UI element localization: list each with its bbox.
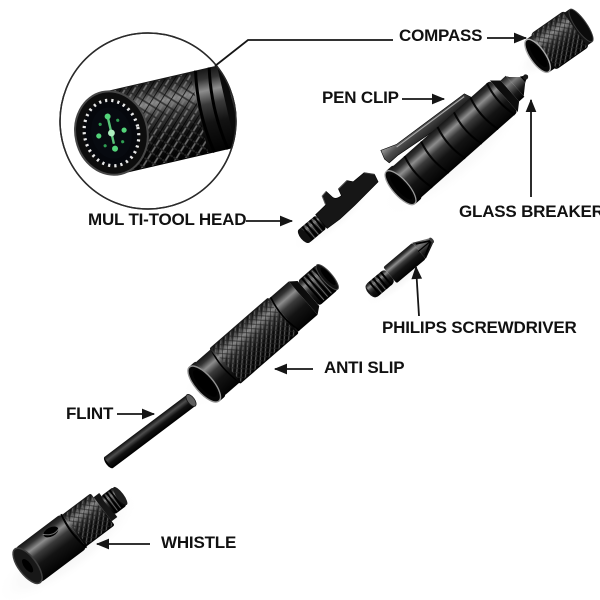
label-pen-clip: PEN CLIP [322, 88, 399, 107]
pen-body-part [380, 74, 529, 206]
anti-slip-barrel-part [187, 264, 339, 403]
label-philips-screwdriver: PHILIPS SCREWDRIVER [382, 318, 577, 337]
label-flint: FLINT [66, 404, 114, 423]
philips-screwdriver-part [365, 237, 435, 298]
label-multi-tool-head: MUL TI-TOOL HEAD [88, 210, 247, 229]
label-anti-slip: ANTI SLIP [324, 358, 405, 377]
philips-screwdriver-arrow [411, 265, 423, 317]
compass-cap-part [524, 8, 594, 74]
label-glass-breaker: GLASS BREAKER [459, 202, 600, 221]
label-whistle: WHISTLE [161, 533, 237, 552]
multi-tool-head-part [297, 172, 379, 244]
whistle-part [12, 486, 128, 585]
compass-inset-magnifier [59, 32, 237, 210]
label-compass: COMPASS [399, 26, 483, 45]
compass-leader-line [214, 39, 393, 67]
flint-rod-part [103, 394, 197, 469]
